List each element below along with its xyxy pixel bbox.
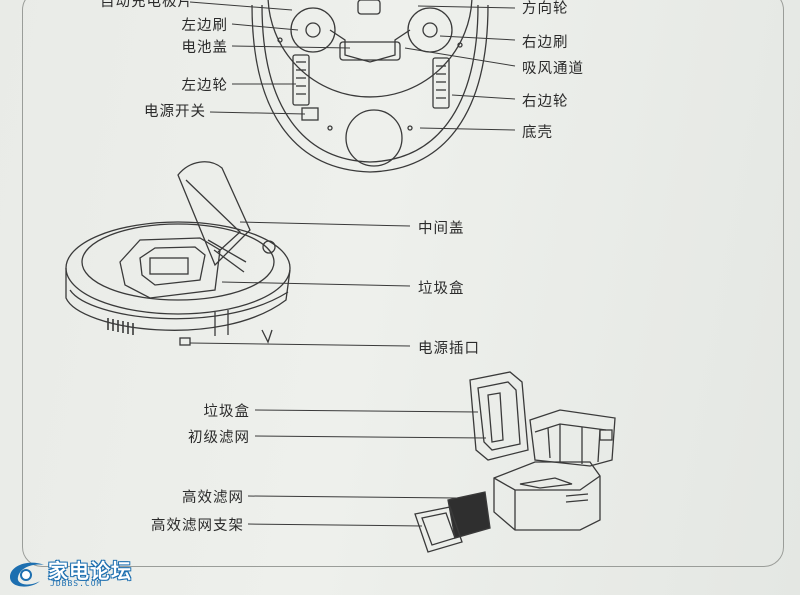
label-direction-wheel: 方向轮 <box>522 1 569 17</box>
label-power-socket: 电源插口 <box>418 341 480 357</box>
label-hepa-filter: 高效滤网 <box>182 490 244 506</box>
label-hepa-filter-holder: 高效滤网支架 <box>151 518 244 534</box>
watermark-logo-icon <box>10 562 44 587</box>
label-left-wheel: 左边轮 <box>181 78 228 94</box>
label-right-wheel: 右边轮 <box>522 94 569 110</box>
label-right-brush: 右边刷 <box>522 35 569 51</box>
label-suction-channel: 吸风通道 <box>522 61 584 77</box>
dust-box-exploded <box>414 371 616 553</box>
label-charging-contacts: 自动充电极片 <box>100 0 193 10</box>
label-dust-box-2: 垃圾盒 <box>203 404 250 420</box>
label-bottom-shell: 底壳 <box>522 125 553 141</box>
label-middle-cover: 中间盖 <box>418 221 465 237</box>
watermark-subtitle: JDBBS.COM <box>50 579 103 588</box>
leader-lines <box>189 1 516 527</box>
label-power-switch: 电源开关 <box>144 104 206 120</box>
label-primary-filter: 初级滤网 <box>188 430 250 446</box>
robot-perspective <box>65 161 291 346</box>
bottom-view-robot <box>251 0 489 173</box>
watermark-title: 家电论坛 <box>48 559 132 583</box>
label-left-brush: 左边刷 <box>181 18 228 34</box>
label-dust-box: 垃圾盒 <box>418 281 465 297</box>
forum-watermark: 家电论坛 JDBBS.COM <box>6 555 166 591</box>
page-border <box>22 0 784 567</box>
label-battery-cover: 电池盖 <box>181 40 228 56</box>
